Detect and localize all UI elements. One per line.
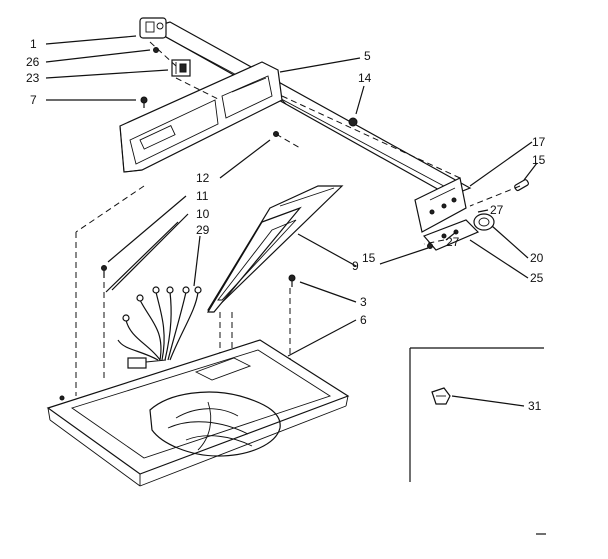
callout-29: 29 xyxy=(196,223,210,237)
leader-lines xyxy=(45,35,538,407)
part-29-harness xyxy=(117,286,202,369)
part-7-screw xyxy=(140,96,148,108)
callout-15-upper: 15 xyxy=(532,153,546,167)
callout-11: 11 xyxy=(196,189,209,203)
callout-27-left: 27 xyxy=(446,235,460,249)
part-15-screw-upper xyxy=(514,179,529,192)
part-23-bracket xyxy=(171,59,191,77)
inset-box xyxy=(409,347,544,482)
callout-5: 5 xyxy=(364,49,371,63)
callout-9: 9 xyxy=(352,259,359,273)
callout-15-lower: 15 xyxy=(362,251,376,265)
part-26-screw xyxy=(153,47,159,53)
callout-23: 23 xyxy=(26,71,40,85)
callout-6: 6 xyxy=(360,313,367,327)
callout-20: 20 xyxy=(530,251,544,265)
part-3-screw xyxy=(288,274,296,287)
callout-27-right: 27 xyxy=(490,203,504,217)
part-31-clip xyxy=(431,387,451,405)
callout-1: 1 xyxy=(30,37,37,51)
part-10-wire xyxy=(101,221,179,293)
callout-10: 10 xyxy=(196,207,210,221)
part-20-knob xyxy=(473,213,495,231)
callout-14: 14 xyxy=(358,71,372,85)
part-9-door xyxy=(206,185,344,313)
part-15-screw-lower xyxy=(427,243,433,249)
callout-7: 7 xyxy=(30,93,37,107)
part-17-end-cap xyxy=(414,177,467,233)
callout-25: 25 xyxy=(530,271,544,285)
callout-17: 17 xyxy=(532,135,546,149)
callout-3: 3 xyxy=(360,295,367,309)
part-14-fastener xyxy=(348,117,358,127)
callout-12: 12 xyxy=(196,171,210,185)
part-6-top xyxy=(46,339,350,487)
callout-31: 31 xyxy=(528,399,542,413)
part-5-console xyxy=(119,61,287,173)
callout-26: 26 xyxy=(26,55,40,69)
part-1-switch xyxy=(139,17,167,39)
